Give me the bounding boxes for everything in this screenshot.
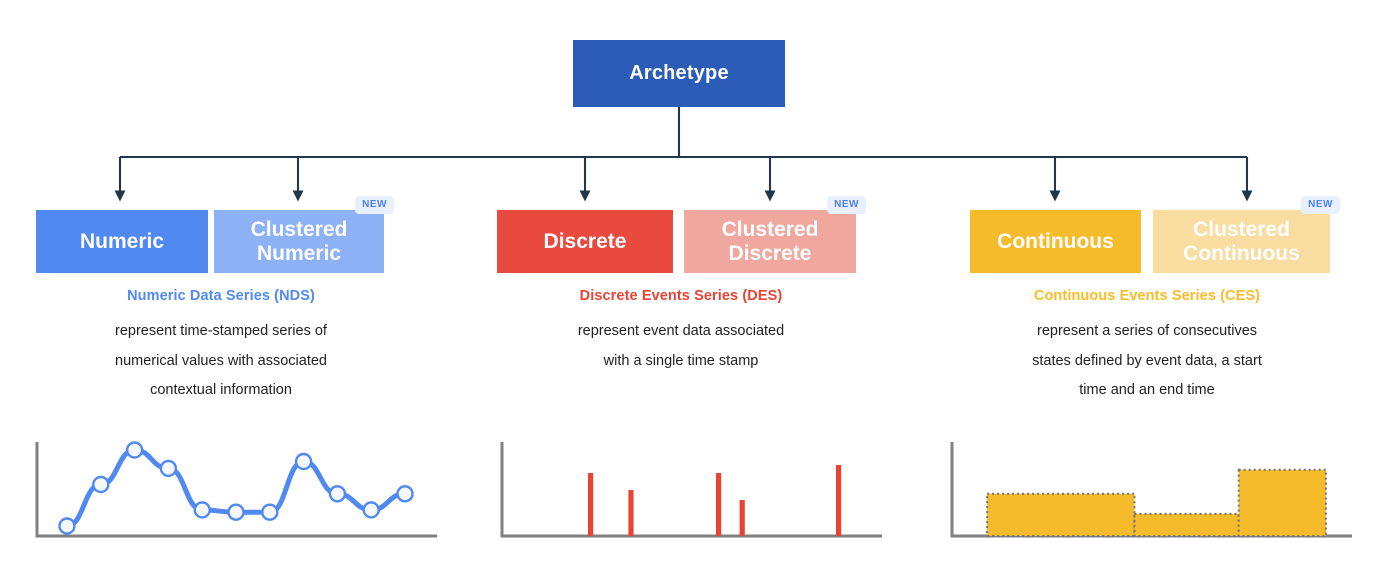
description-line: time and an end time	[1079, 382, 1215, 399]
description-line: states defined by event data, a start	[1032, 352, 1262, 369]
description-line: represent event data associated	[577, 323, 785, 339]
description-nds-body: represent time-stamped series of numeric…	[41, 317, 401, 406]
node-discrete[interactable]: Discrete	[497, 210, 673, 273]
description-nds-title: Numeric Data Series (NDS)	[127, 288, 315, 304]
description-des: Discrete Events Series (DES) represent e…	[501, 288, 861, 376]
node-continuous[interactable]: Continuous	[970, 210, 1141, 273]
description-line: contextual information	[150, 382, 292, 399]
node-clustered-continuous-label: Clustered Continuous	[1183, 217, 1300, 265]
description-line: with a single time stamp	[603, 352, 759, 369]
description-line: numerical values with associated	[115, 352, 327, 369]
node-discrete-label: Discrete	[543, 229, 627, 253]
node-numeric-label: Numeric	[79, 229, 165, 253]
node-continuous-label: Continuous	[997, 229, 1114, 253]
new-badge: NEW	[355, 196, 394, 214]
description-ces-title: Continuous Events Series (CES)	[1033, 288, 1261, 304]
node-clustered-discrete[interactable]: Clustered Discrete NEW	[684, 196, 866, 273]
new-badge: NEW	[1301, 196, 1340, 214]
node-clustered-numeric[interactable]: Clustered Numeric NEW	[214, 196, 394, 273]
node-clustered-numeric-label: Clustered Numeric	[250, 217, 348, 265]
description-des-body: represent event data associated with a s…	[501, 317, 861, 376]
archetype-root-node[interactable]: Archetype	[573, 40, 785, 107]
description-line: represent time-stamped series of	[115, 323, 327, 339]
node-clustered-continuous[interactable]: Clustered Continuous NEW	[1153, 196, 1340, 273]
chart-continuous-events-series	[950, 442, 1352, 538]
chart-numeric-data-series	[35, 441, 437, 538]
description-ces: Continuous Events Series (CES) represent…	[957, 288, 1337, 406]
description-des-title: Discrete Events Series (DES)	[579, 288, 783, 304]
description-line: represent a series of consecutives	[1036, 323, 1258, 339]
new-badge: NEW	[827, 196, 866, 214]
node-numeric[interactable]: Numeric	[36, 210, 208, 273]
node-clustered-discrete-label: Clustered Discrete	[721, 217, 819, 265]
description-ces-body: represent a series of consecutives state…	[957, 317, 1337, 406]
root-node-label: Archetype	[629, 62, 729, 85]
description-nds: Numeric Data Series (NDS) represent time…	[41, 288, 401, 406]
chart-discrete-events-series	[500, 442, 882, 538]
